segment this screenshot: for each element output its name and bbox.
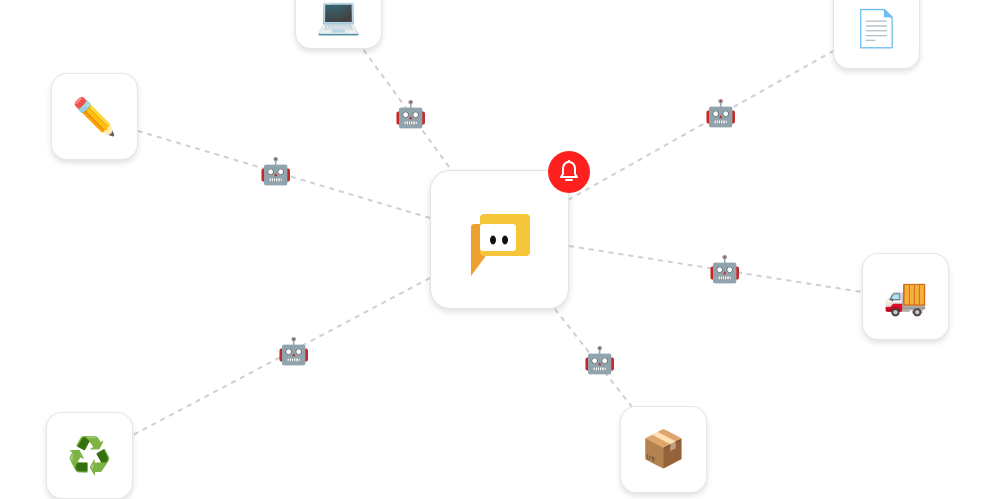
notification-badge[interactable] <box>548 151 590 193</box>
recycle-icon: ♻️ <box>67 435 112 477</box>
truck-icon: 🚚 <box>883 276 928 318</box>
robot-icon: 🤖 <box>394 100 428 130</box>
hub-card[interactable] <box>430 170 569 309</box>
line-package <box>554 308 637 413</box>
robot-icon: 🤖 <box>277 337 311 367</box>
node-pencil[interactable]: ✏️ <box>51 73 138 160</box>
node-laptop[interactable]: 💻 <box>295 0 382 49</box>
line-pencil <box>137 130 431 219</box>
document-icon: 📄 <box>854 8 899 50</box>
chat-bubble-logo-icon <box>471 214 530 276</box>
node-recycle[interactable]: ♻️ <box>46 412 133 499</box>
robot-icon: 🤖 <box>704 99 738 129</box>
node-truck[interactable]: 🚚 <box>862 253 949 340</box>
line-document <box>567 49 836 201</box>
connection-lines <box>132 44 863 436</box>
robot-icon: 🤖 <box>259 157 293 187</box>
package-icon: 📦 <box>641 428 686 470</box>
node-document[interactable]: 📄 <box>833 0 920 69</box>
robot-icon: 🤖 <box>583 346 617 376</box>
bell-icon <box>560 160 578 181</box>
robot-icon: 🤖 <box>708 255 742 285</box>
pencil-icon: ✏️ <box>72 96 117 138</box>
laptop-icon: 💻 <box>316 0 361 37</box>
line-laptop <box>359 44 456 176</box>
node-package[interactable]: 📦 <box>620 406 707 493</box>
